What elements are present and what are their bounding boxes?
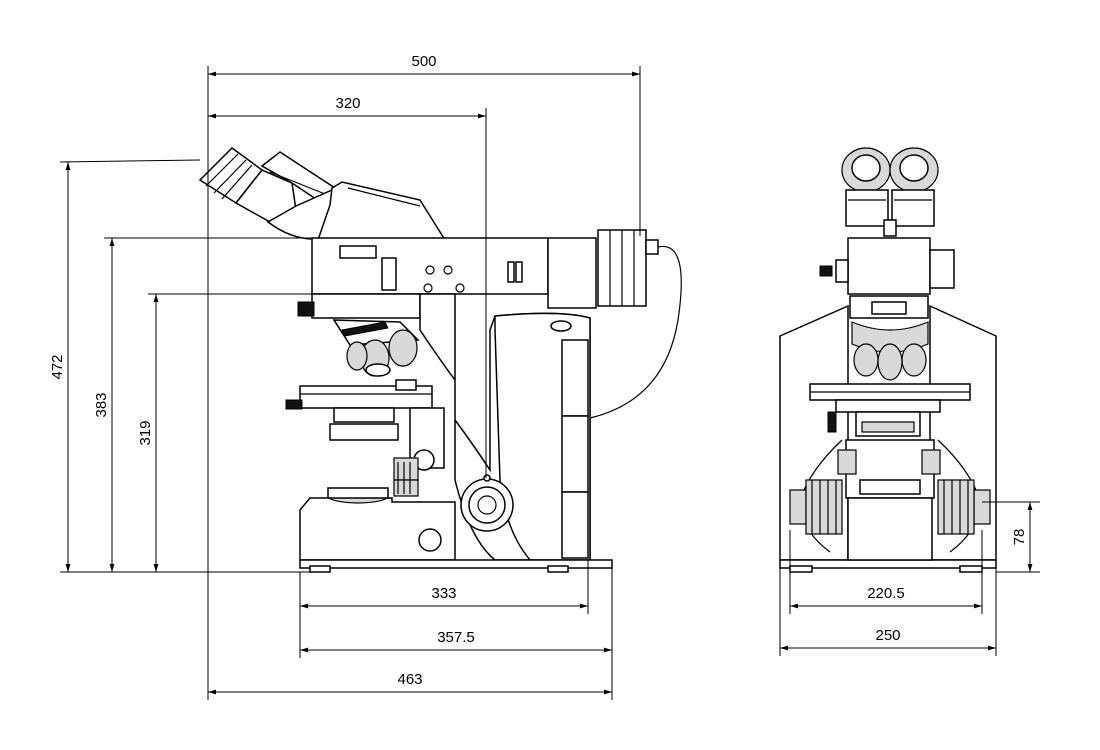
microscope-arm-housing: [297, 237, 597, 319]
dim-472: 472: [49, 354, 66, 379]
trinocular-head: [316, 181, 447, 241]
front-dimension-lines: [779, 501, 1040, 656]
front-head-housing: [819, 237, 955, 319]
dim-333: 333: [431, 585, 456, 602]
front-objectives: [851, 321, 929, 381]
dim-78: 78: [1011, 529, 1028, 546]
lamp-housing: [589, 229, 682, 419]
dim-357-5: 357.5: [437, 629, 475, 646]
side-dimension-lines: [59, 66, 641, 700]
dim-463: 463: [397, 671, 422, 688]
focus-knob: [393, 407, 445, 497]
mechanical-stage: [285, 379, 433, 441]
dim-320: 320: [335, 95, 360, 112]
dim-220-5: 220.5: [867, 585, 905, 602]
dim-250: 250: [875, 627, 900, 644]
front-view: 220.5 250 78: [779, 147, 1040, 656]
binocular-eyepieces: [841, 147, 939, 237]
microscope-base: [299, 487, 613, 573]
front-stage: [809, 383, 971, 437]
dim-319: 319: [137, 420, 154, 445]
dim-500: 500: [411, 53, 436, 70]
side-view: 500 320 472 383 319 333 357.5 463: [49, 53, 682, 700]
objective-nosepiece: [332, 319, 420, 377]
eyepiece-tube: [198, 147, 341, 240]
front-focus-knobs: [789, 439, 991, 561]
dim-383: 383: [93, 392, 110, 417]
microscope-stand-body: [419, 293, 591, 561]
